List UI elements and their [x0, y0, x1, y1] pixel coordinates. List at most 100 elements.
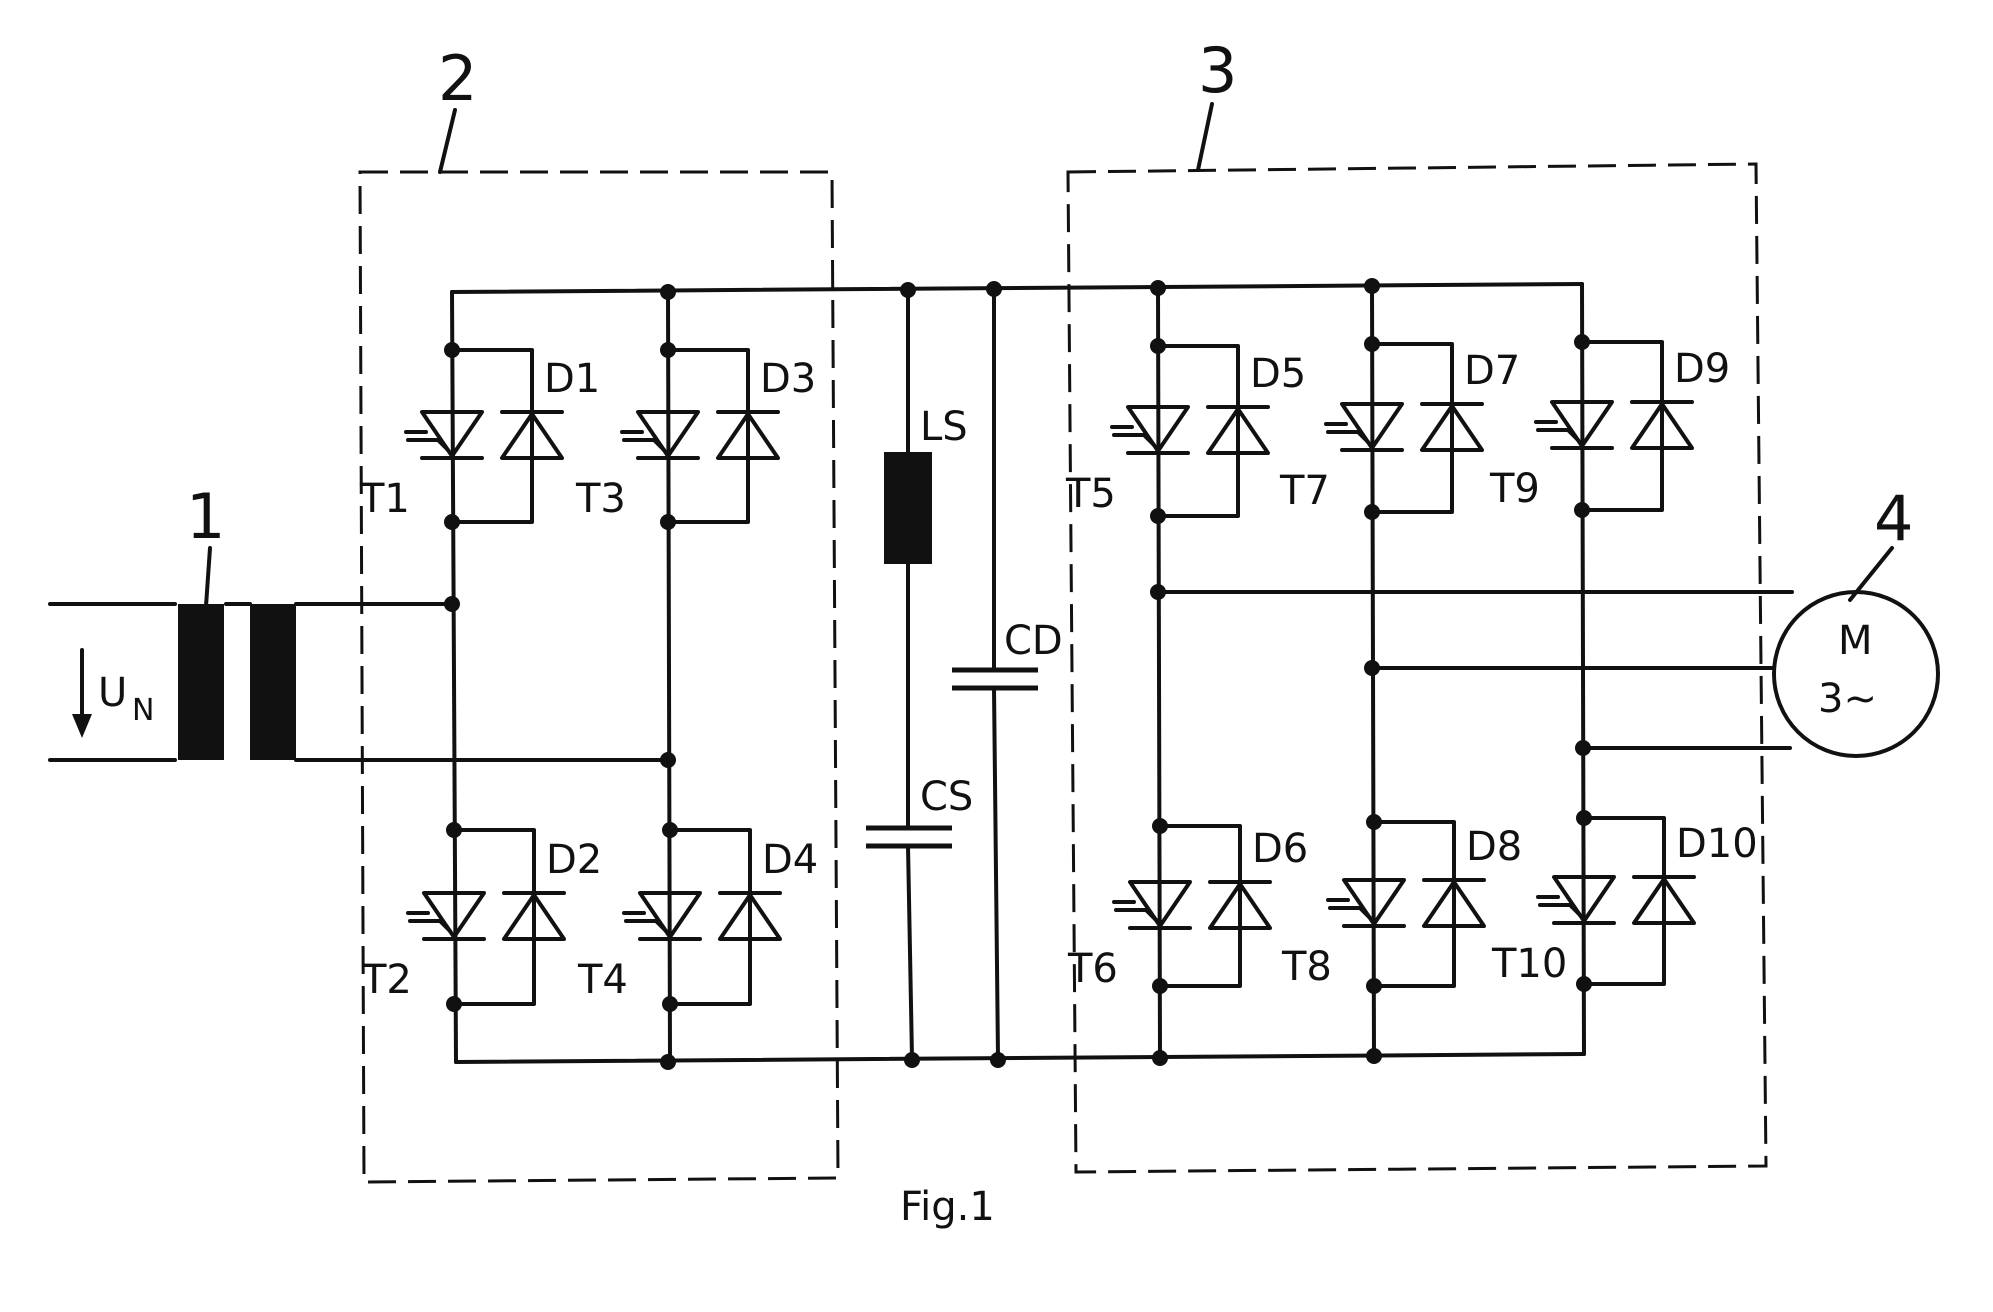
thyristor-label: T1: [359, 476, 410, 522]
thyristor-gate: [1114, 908, 1158, 922]
cell-loop: [1372, 820, 1456, 988]
inverter-leg-1: [1156, 286, 1162, 1060]
diode-label: D8: [1466, 824, 1522, 870]
thyristor-label: T5: [1065, 471, 1116, 517]
rectifier-leg-left: [450, 290, 458, 1064]
mains-input: U N: [48, 602, 177, 762]
switch-cell: T5 D5: [1065, 344, 1306, 518]
diode-symbol: [500, 412, 564, 460]
capacitor-cd: [952, 667, 1038, 691]
cell-loop: [668, 828, 752, 1006]
junction-dot: [1575, 740, 1591, 756]
thyristor-label: T7: [1279, 468, 1330, 514]
diode-label: D3: [760, 356, 816, 402]
diode-symbol: [502, 893, 566, 941]
thyristor-gate: [1538, 903, 1582, 917]
thyristor-label: T8: [1281, 944, 1332, 990]
diode-label: D1: [544, 356, 600, 402]
junction-dot: [1576, 810, 1592, 826]
thyristor-symbol: [1550, 400, 1614, 448]
inductor-capacitor-branch: LS CS: [866, 286, 973, 1060]
junction-dot: [1150, 584, 1166, 600]
switch-cell: T9 D9: [1489, 340, 1730, 512]
junction-dot: [1574, 334, 1590, 350]
junction-dot: [444, 342, 460, 358]
motor-reference: 4: [1874, 482, 1913, 555]
junction-dot: [1364, 660, 1380, 676]
diode-symbol: [1422, 880, 1486, 928]
thyristor-symbol: [420, 410, 484, 458]
junction-dot: [1574, 502, 1590, 518]
thyristor-symbol: [1126, 405, 1190, 453]
thyristor-symbol: [1552, 875, 1616, 923]
diode-label: D5: [1250, 351, 1306, 397]
thyristor-gate: [624, 919, 668, 933]
switch-cell: T1 D1: [359, 348, 600, 524]
motor-label-phase: 3~: [1818, 676, 1877, 722]
thyristor-gate: [1112, 433, 1156, 447]
junction-dot: [660, 1054, 676, 1070]
inductor-label: LS: [920, 404, 968, 450]
junction-dots: [444, 278, 1592, 1070]
junction-dot: [1364, 504, 1380, 520]
junction-dot: [1152, 818, 1168, 834]
diode-symbol: [718, 893, 782, 941]
capacitor-dc-label: CD: [1004, 618, 1063, 664]
junction-dot: [1150, 338, 1166, 354]
cell-loop: [452, 828, 536, 1006]
junction-dot: [904, 1052, 920, 1068]
cell-loop: [666, 348, 750, 524]
motor-label-m: M: [1838, 618, 1873, 664]
dc-capacitor-branch: CD: [952, 286, 1063, 1060]
thyristor-gate: [622, 438, 666, 452]
rectifier-leader: [438, 108, 457, 174]
switch-cell: T6 D6: [1067, 824, 1308, 992]
transformer: [178, 602, 670, 762]
junction-dot: [446, 996, 462, 1012]
transformer-reference: 1: [186, 480, 225, 553]
motor: M 3~: [1772, 590, 1940, 758]
cell-loop: [1158, 824, 1242, 988]
diode-label: D6: [1252, 826, 1308, 872]
thyristor-label: T9: [1489, 466, 1540, 512]
junction-dot: [1366, 814, 1382, 830]
cell-loop: [1582, 816, 1666, 986]
thyristor-gate: [1326, 430, 1370, 444]
cell-loop: [1370, 342, 1454, 514]
junction-dot: [986, 281, 1002, 297]
junction-dot: [1366, 978, 1382, 994]
voltage-subscript: N: [132, 693, 154, 728]
cell-loop: [1156, 344, 1240, 518]
capacitor-cs: [866, 825, 952, 849]
diode-label: D9: [1674, 346, 1730, 392]
thyristor-label: T6: [1067, 946, 1118, 992]
junction-dot: [662, 822, 678, 838]
junction-dot: [1152, 978, 1168, 994]
dc-bus-negative: [454, 1052, 1586, 1064]
thyristor-gate: [1536, 428, 1580, 442]
junction-dot: [660, 342, 676, 358]
thyristor-gate: [1328, 906, 1372, 920]
diode-symbol: [1420, 404, 1484, 452]
thyristor-symbol: [636, 410, 700, 458]
junction-dot: [660, 752, 676, 768]
thyristor-symbol: [638, 891, 702, 939]
rectifier-leg-right: [666, 290, 672, 1064]
diode-symbol: [1206, 407, 1270, 455]
dc-bus-positive: [450, 282, 1584, 294]
thyristor-gate: [406, 438, 450, 452]
cell-loop: [1580, 340, 1664, 512]
diode-label: D2: [546, 837, 602, 883]
thyristor-label: T2: [361, 957, 412, 1003]
inductor-ls: [884, 452, 932, 564]
junction-dot: [660, 514, 676, 530]
thyristor-label: T4: [577, 957, 628, 1003]
switch-cell: T8 D8: [1281, 820, 1522, 990]
junction-dot: [900, 282, 916, 298]
junction-dot: [1364, 336, 1380, 352]
